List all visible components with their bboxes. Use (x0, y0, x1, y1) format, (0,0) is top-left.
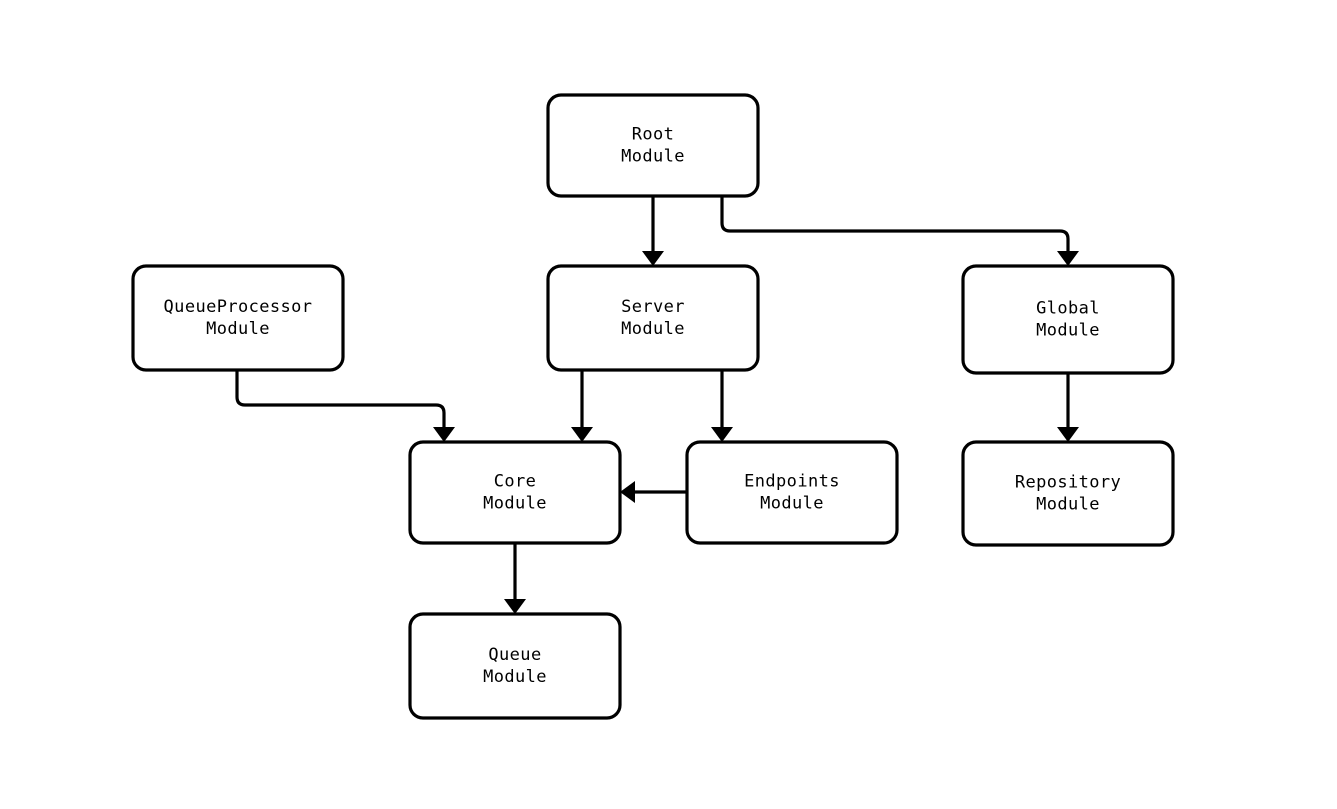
node-label-line1: Core (494, 472, 537, 492)
node-label-line1: Endpoints (744, 472, 840, 492)
nodes-layer: RootModuleQueueProcessorModuleServerModu… (131, 93, 1175, 720)
node-box[interactable] (408, 440, 622, 545)
arrowhead-icon (711, 427, 733, 442)
node-label-line2: Module (483, 667, 547, 687)
node-box[interactable] (408, 612, 622, 720)
arrowhead-icon (571, 427, 593, 442)
node-label-line1: Root (632, 125, 675, 145)
arrowhead-icon (1057, 251, 1079, 266)
edge-server-to-core (571, 370, 593, 442)
node-box[interactable] (546, 264, 760, 372)
node-label-line2: Module (1036, 495, 1100, 515)
edge-server-to-endpoints (711, 370, 733, 442)
node-box[interactable] (131, 264, 345, 372)
node-box[interactable] (961, 264, 1175, 375)
node-box[interactable] (546, 93, 760, 198)
node-label-line1: Repository (1015, 473, 1121, 493)
arrowhead-icon (642, 251, 664, 266)
arrowhead-icon (620, 481, 635, 503)
edge-core-to-queue (504, 543, 526, 614)
node-label-line2: Module (760, 494, 824, 514)
node-box[interactable] (685, 440, 899, 545)
node-label-line2: Module (621, 319, 685, 339)
node-label-line2: Module (206, 319, 270, 339)
node-label-line1: Queue (488, 645, 541, 665)
arrowhead-icon (504, 599, 526, 614)
edge-root-to-server (642, 196, 664, 266)
arrowhead-icon (1057, 427, 1079, 442)
arrowhead-icon (433, 427, 455, 442)
edge-root-to-global (720, 196, 1079, 266)
node-label-line2: Module (1036, 321, 1100, 341)
node-label-line1: QueueProcessor (164, 297, 313, 317)
edge-queueprocessor-to-core (235, 370, 455, 442)
edge-global-to-repository (1057, 373, 1079, 442)
edge-endpoints-to-core (620, 481, 687, 503)
node-label-line1: Global (1036, 299, 1100, 319)
node-label-line2: Module (483, 494, 547, 514)
edge-line (235, 370, 446, 429)
node-label-line2: Module (621, 147, 685, 167)
edge-line (720, 196, 1070, 253)
edges-layer (235, 196, 1079, 614)
node-label-line1: Server (621, 297, 685, 317)
node-box[interactable] (961, 440, 1175, 547)
